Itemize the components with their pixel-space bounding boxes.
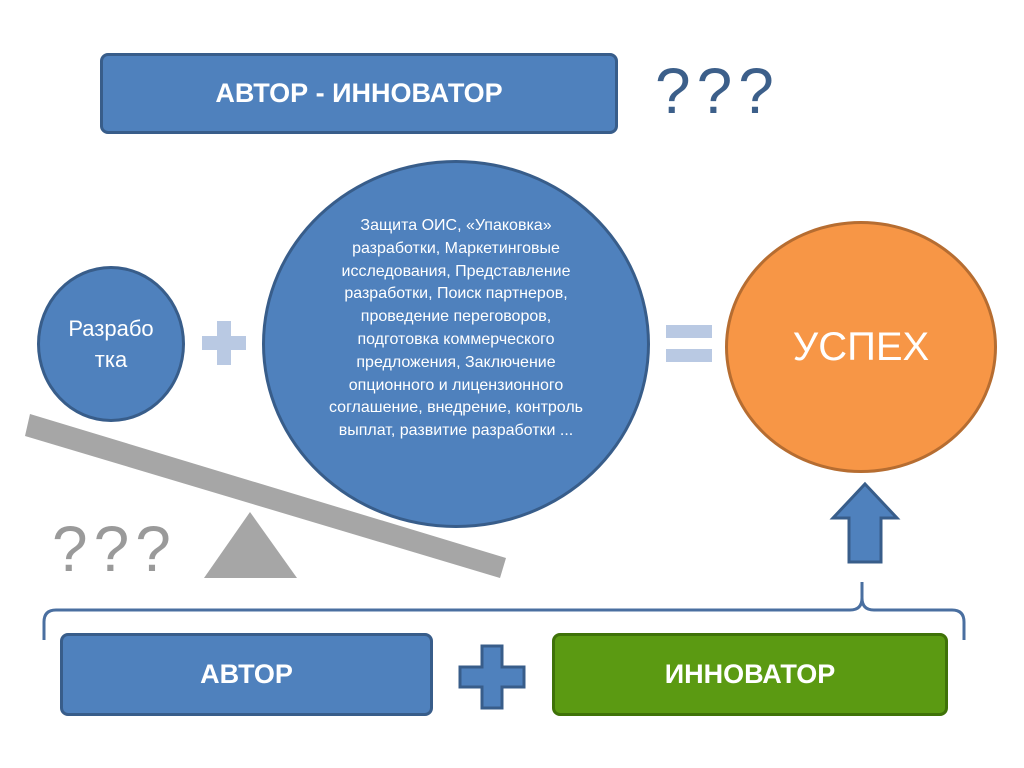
author-innovator-label: АВТОР - ИННОВАТОР (215, 78, 503, 108)
success-label: УСПЕХ (792, 324, 930, 369)
success-circle: УСПЕХ (725, 221, 997, 473)
fulcrum-triangle (204, 512, 297, 578)
plus-icon (202, 321, 246, 365)
development-label: Разрабо тка (68, 316, 154, 372)
activities-text: Защита ОИС, «Упаковка» разработки, Марке… (328, 217, 584, 440)
equals-icon (666, 325, 712, 362)
development-circle: Разрабо тка (37, 266, 185, 422)
innovator-box: ИННОВАТОР (552, 633, 948, 716)
author-innovator-box: АВТОР - ИННОВАТОР (100, 53, 618, 134)
bottom-plus-icon (458, 644, 526, 710)
up-arrow-icon (829, 481, 901, 564)
innovator-label: ИННОВАТОР (664, 659, 836, 689)
left-question-marks: ??? (52, 513, 177, 585)
top-question-marks: ??? (655, 55, 780, 127)
author-label: АВТОР (200, 659, 293, 689)
author-box: АВТОР (60, 633, 433, 716)
activities-circle: Защита ОИС, «Упаковка» разработки, Марке… (262, 160, 650, 528)
